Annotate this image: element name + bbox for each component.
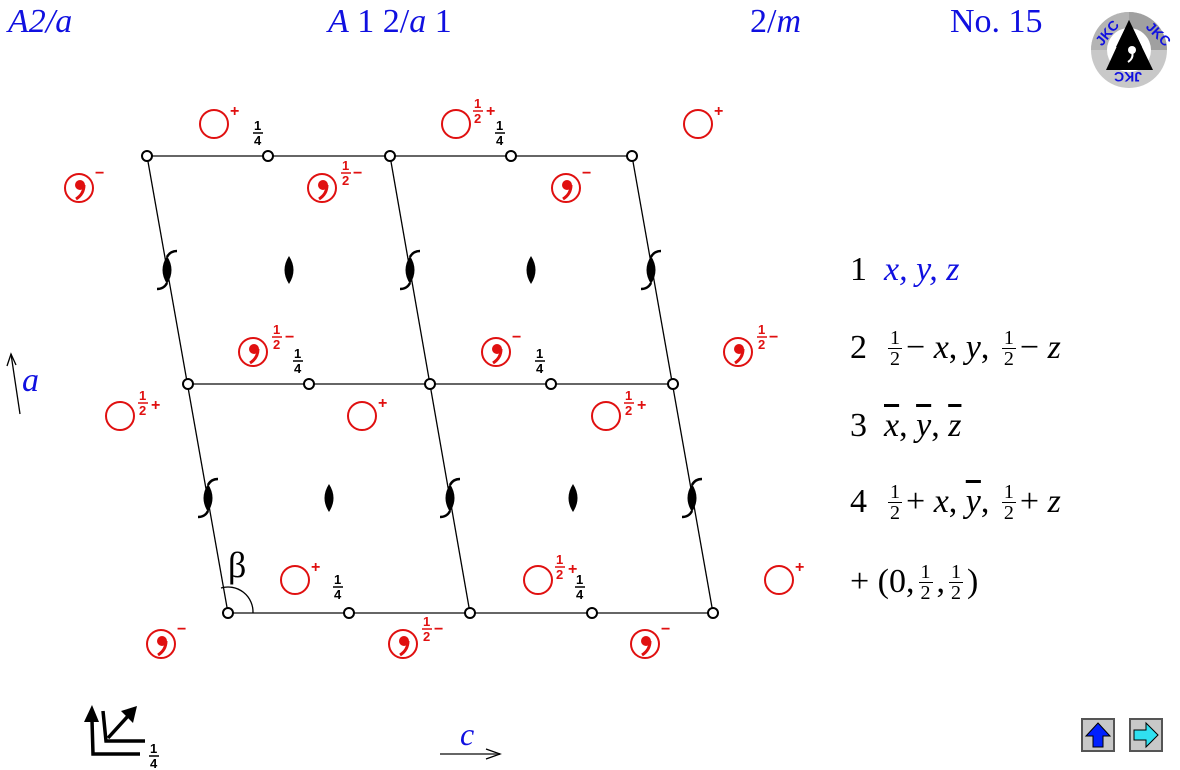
operation-index: 2 [850,329,867,366]
svg-text:2: 2 [139,403,146,418]
a-axis-label: a [22,362,39,399]
svg-text:1: 1 [423,614,430,629]
general-positions: + 12+ + − 12− − 12− − 12− 12+ + 12+ + 12… [63,96,804,660]
svg-text:+: + [795,559,804,576]
inversion-height-labels: 14 14 14 14 14 14 [253,118,585,602]
origin-corner-icon [90,710,145,756]
svg-text:+: + [568,561,577,578]
svg-text:1: 1 [342,158,349,173]
operation-index: 1 [850,251,867,288]
origin-arrow-diag-icon [121,706,137,723]
svg-text:+: + [378,395,387,412]
c-axis-arrow [440,748,502,760]
c-axis-label: c [460,716,475,752]
svg-text:−: − [769,329,778,346]
a-axis-arrow [6,352,21,415]
full-symbol: A 1 2/a 1 [328,3,452,40]
svg-text:+: + [486,103,495,120]
svg-text:1: 1 [334,572,341,587]
svg-text:2: 2 [273,337,280,352]
operation-3: 3 x, y, z [850,407,962,444]
svg-text:1: 1 [556,552,563,567]
svg-text:JKC: JKC [1114,69,1142,85]
space-group-number: No. 15 [950,3,1043,40]
svg-text:−: − [434,621,443,638]
svg-text:4: 4 [150,756,158,770]
svg-text:2: 2 [423,629,430,644]
svg-text:1: 1 [576,572,583,587]
svg-text:4: 4 [294,361,302,376]
origin-arrow-up-icon [84,705,99,722]
svg-text:−: − [285,329,294,346]
svg-text:1: 1 [273,322,280,337]
svg-text:2: 2 [474,111,481,126]
svg-text:−: − [177,621,186,638]
svg-text:1: 1 [294,346,301,361]
svg-text:−: − [95,165,104,182]
origin-height-label: 14 [149,741,159,770]
svg-text:1: 1 [254,118,261,133]
svg-text:−: − [353,165,362,182]
svg-text:1: 1 [139,388,146,403]
svg-text:1: 1 [625,388,632,403]
svg-text:1: 1 [496,118,503,133]
svg-text:−: − [661,621,670,638]
svg-text:+: + [230,103,239,120]
svg-text:2: 2 [758,337,765,352]
up-button[interactable] [1081,718,1115,752]
operation-index: 3 [850,407,867,444]
svg-text:+: + [151,397,160,414]
svg-text:2: 2 [625,403,632,418]
svg-text:+: + [311,559,320,576]
svg-text:2: 2 [342,173,349,188]
svg-text:1: 1 [758,322,765,337]
svg-text:4: 4 [576,587,584,602]
operation-1: 1 x, y, z [850,250,960,290]
svg-text:2: 2 [556,567,563,582]
svg-text:1: 1 [150,741,157,756]
operation-index: 4 [850,483,867,520]
operation-text: x, y, z [884,251,960,288]
svg-text:4: 4 [496,133,504,148]
svg-text:−: − [512,329,521,346]
next-button[interactable] [1129,718,1163,752]
jkc-logo-icon: JKC JKC JKC [1091,12,1172,88]
right-arrow-icon [1133,721,1159,749]
svg-text:1: 1 [474,96,481,111]
svg-text:+: + [637,397,646,414]
point-group: 2/m [750,3,802,40]
beta-angle-arc [220,586,254,614]
up-arrow-icon [1084,722,1112,748]
svg-text:+: + [714,103,723,120]
svg-text:4: 4 [536,361,544,376]
svg-text:−: − [582,165,591,182]
svg-text:4: 4 [334,587,342,602]
svg-text:1: 1 [536,346,543,361]
beta-angle-label: β [228,545,247,585]
short-symbol: A2/a [8,3,73,40]
svg-text:4: 4 [254,133,262,148]
